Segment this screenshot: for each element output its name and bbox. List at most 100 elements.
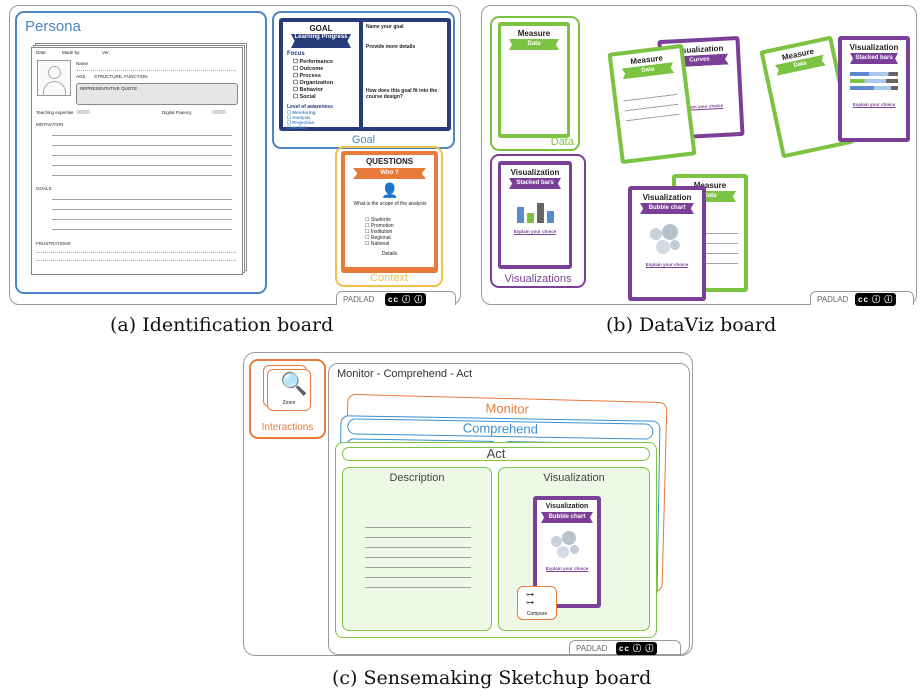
goals-handwriting xyxy=(52,194,232,236)
description-column: Description xyxy=(342,467,492,631)
avatar xyxy=(37,60,71,96)
data-zone-label: Data xyxy=(550,136,574,148)
cc-text: cc xyxy=(619,644,630,653)
caption-a: (a) Identification board xyxy=(110,314,334,336)
stacked-bars-icon xyxy=(850,72,898,93)
frustration-line xyxy=(36,260,236,261)
explain-choice: Explain your choice xyxy=(645,262,689,267)
visualization-column: Visualization Visualization Bubble chart… xyxy=(498,467,650,631)
scope-item: ☐ Regional xyxy=(365,235,391,241)
context-zone-label: Context xyxy=(370,272,408,284)
viz-card-ribbon: Stacked bars xyxy=(850,53,898,64)
description-handwriting xyxy=(365,522,471,594)
goal-card-title: GOAL xyxy=(309,24,333,33)
board-footer: PADLAD cc ⓘ ⓘ xyxy=(336,291,456,306)
quote-box: REPRESENTATIVE QUOTE xyxy=(76,83,238,105)
dataviz-board: Measure Data Data Visualization Stacked … xyxy=(481,5,917,306)
questions-card: QUESTIONS Who ? 👤 What is the scope of t… xyxy=(341,151,438,273)
viz-card-ribbon: Bubble chart xyxy=(541,512,593,523)
persona-zone: Persona Date: Made by: Ver: Name AGE STR… xyxy=(15,11,267,294)
awareness-list: ☐ Monitoring ☐ Analysis ☐ Projection ☐ A… xyxy=(287,110,316,130)
cc-license-icon: cc ⓘ ⓘ xyxy=(385,293,427,306)
padlad-label: PADLAD xyxy=(817,295,849,304)
scope-item-label: Students xyxy=(370,217,391,223)
viz-card-title: Visualization xyxy=(510,168,560,177)
digital-label: Digital Fluency xyxy=(162,110,192,115)
scope-list: ☐ Students ☐ Promotion ☐ Institution ☐ R… xyxy=(365,217,394,247)
scope-item: ☐ Students xyxy=(365,217,391,223)
description-label: Description xyxy=(389,472,445,484)
scope-item: ☐ National xyxy=(365,241,390,247)
awareness-item-label: Action xyxy=(292,125,307,130)
measure-card-title: Measure xyxy=(517,29,551,38)
measure-card-title: Measure xyxy=(693,181,727,190)
goal-zone: GOAL Learning Progress Focus ☐ Performan… xyxy=(272,11,455,149)
scope-item-label: National xyxy=(370,241,390,247)
data-zone: Measure Data Data xyxy=(490,16,580,151)
sheet-madeby: Made by: xyxy=(62,50,81,55)
act-layer: Act Description Visualization Visualizat… xyxy=(335,442,657,638)
sensemaking-board: 🔍 Zoom Interactions Monitor - Comprehend… xyxy=(243,352,693,656)
awareness-item: ☐ Analysis xyxy=(287,115,311,120)
questions-card-ribbon: Who ? xyxy=(353,168,426,179)
zoom-card: 🔍 Zoom xyxy=(267,369,311,411)
awareness-item-label: Analysis xyxy=(292,115,311,120)
context-zone: QUESTIONS Who ? 👤 What is the scope of t… xyxy=(335,146,443,287)
sheet-age: AGE xyxy=(76,74,86,79)
goal-card-ribbon: Learning Progress xyxy=(291,34,351,48)
scope-item-label: Regional xyxy=(370,235,391,241)
layer-label-comprehend: Comprehend xyxy=(462,420,539,437)
viz-card-ribbon: Bubble chart xyxy=(640,203,694,214)
focus-item-label: Social xyxy=(299,94,316,100)
explain-choice: Explain your choice xyxy=(852,102,896,107)
awareness-item-label: Monitoring xyxy=(292,110,316,115)
explain-choice: Explain your choice xyxy=(545,566,589,571)
bubble-chart-icon xyxy=(549,530,585,560)
stacked-bars-icon xyxy=(515,199,555,223)
viz-card-ribbon: Stacked bars xyxy=(509,178,561,189)
viz-card-title: Visualization xyxy=(642,193,692,202)
board-footer: PADLAD cc ⓘ ⓘ xyxy=(569,640,681,655)
compare-icon: ⊶⊶ xyxy=(526,590,534,607)
handwriting xyxy=(622,88,680,126)
cc-license-icon: cc ⓘ ⓘ xyxy=(616,642,658,655)
scope-item-label: Promotion xyxy=(370,223,394,229)
questions-details: Details xyxy=(381,251,398,257)
focus-item-label: Behavior xyxy=(299,87,324,93)
zoom-label: Zoom xyxy=(282,400,296,406)
motivation-label: MOTIVATION xyxy=(36,122,64,127)
focus-item-label: Outcome xyxy=(299,66,324,72)
teaching-label: Teaching expertise xyxy=(36,110,74,115)
interactions-zone: 🔍 Zoom Interactions xyxy=(249,359,326,439)
caption-b: (b) DataViz board xyxy=(606,314,777,336)
board-area: Monitor - Comprehend - Act Monitor Compr… xyxy=(328,363,690,655)
scope-item-label: Institution xyxy=(370,229,393,235)
frustrations-label: FRUSTRATIONS xyxy=(36,241,71,246)
scope-item: ☐ Promotion xyxy=(365,223,394,229)
visualization-label: Visualization xyxy=(543,472,605,484)
persona-sheet: Date: Made by: Ver: Name AGE STRUCTURE, … xyxy=(31,47,243,275)
questions-card-title: QUESTIONS xyxy=(365,157,414,166)
board-footer: PADLAD cc ⓘ ⓘ xyxy=(810,291,914,306)
viz-card-bubble: Visualization Bubble chart Explain your … xyxy=(628,186,706,301)
viz-card-stacked-scattered: Visualization Stacked bars Explain your … xyxy=(838,36,910,142)
motivation-handwriting xyxy=(52,130,232,182)
goal-zone-label: Goal xyxy=(351,134,376,146)
awareness-item-label: Projection xyxy=(292,120,315,125)
measure-card: Measure Data xyxy=(498,22,570,138)
compare-card[interactable]: ⊶⊶ Compare xyxy=(517,586,557,620)
bubble-chart-icon xyxy=(646,222,686,258)
focus-item: ☐ Performance xyxy=(293,59,334,65)
focus-item-label: Organization xyxy=(299,80,334,86)
cc-text: cc xyxy=(858,295,869,304)
viz-card-stacked: Visualization Stacked bars Explain your … xyxy=(498,161,572,269)
focus-item: ☐ Outcome xyxy=(293,66,324,72)
questions-prompt: What is the scope of the analysis xyxy=(353,201,427,207)
name-line xyxy=(76,70,236,71)
padlad-label: PADLAD xyxy=(343,295,375,304)
focus-item: ☐ Process xyxy=(293,73,321,79)
awareness-item: ☐ Projection xyxy=(287,120,315,125)
focus-item: ☐ Behavior xyxy=(293,87,324,93)
focus-item-label: Performance xyxy=(299,59,334,65)
zoom-icon[interactable]: 🔍 xyxy=(280,371,308,396)
